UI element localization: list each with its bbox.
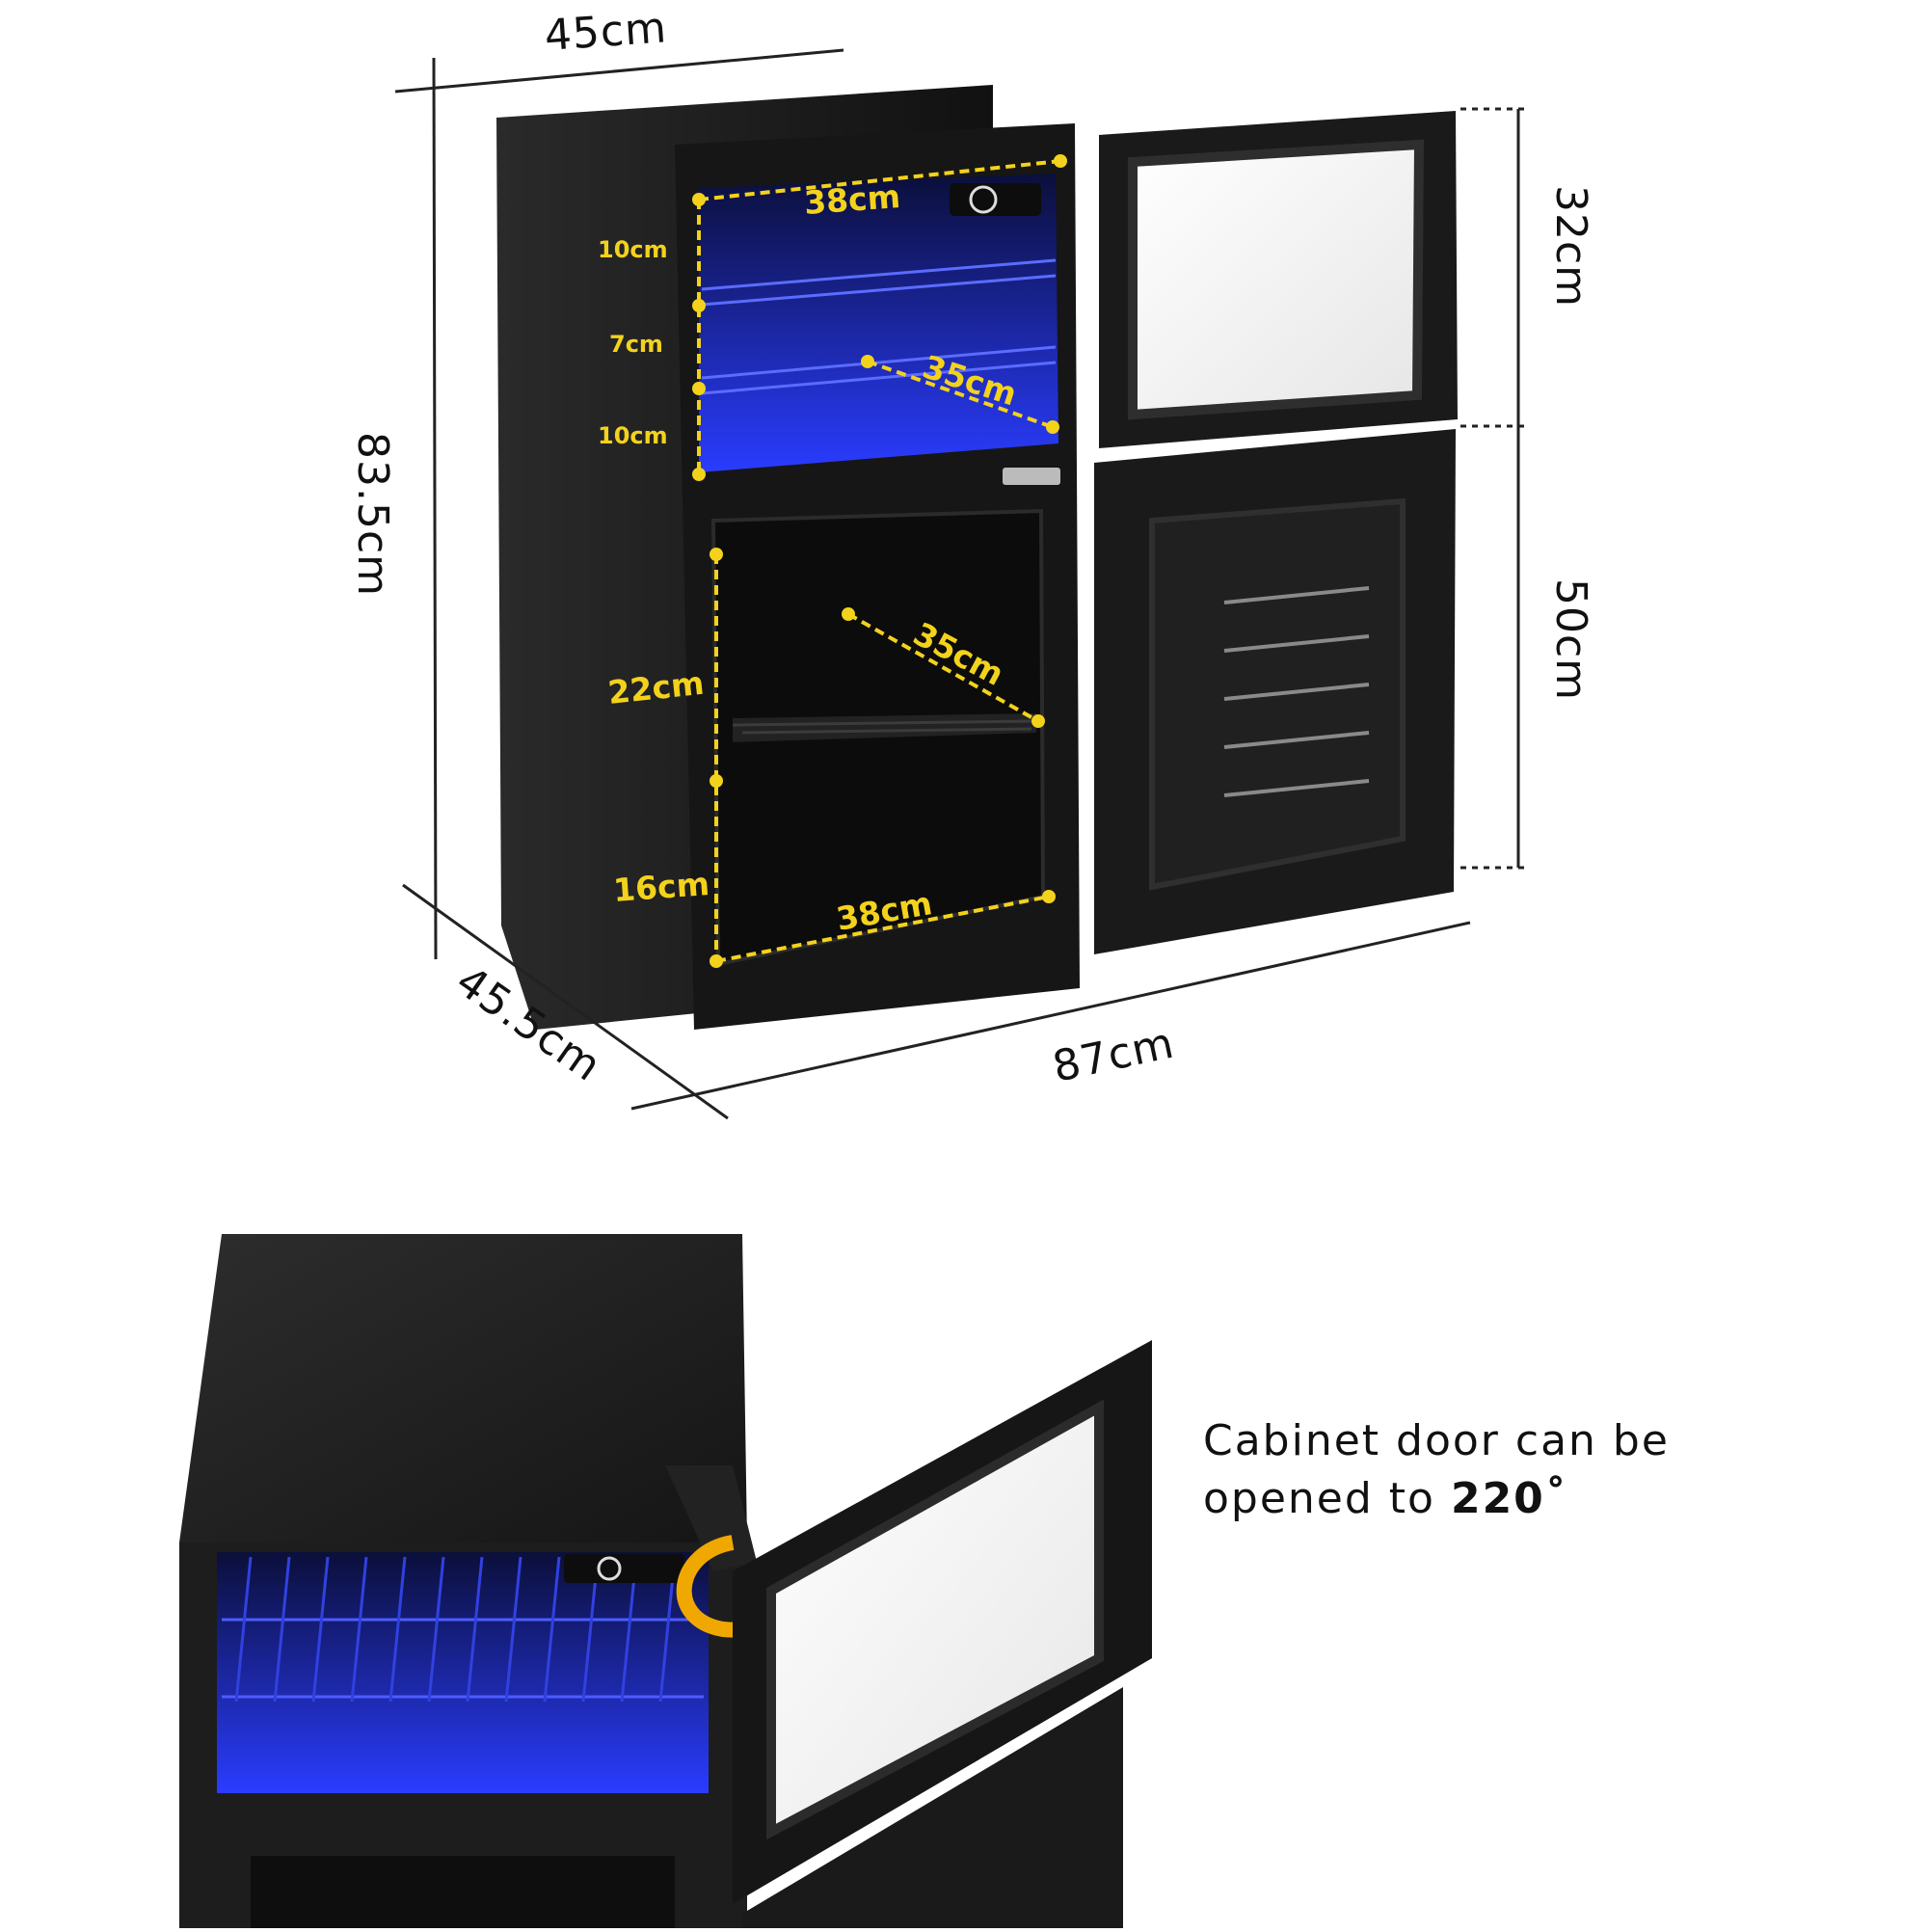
hinge-block xyxy=(665,1465,757,1571)
lower-door-height-label: 50cm xyxy=(1546,578,1595,701)
caption-line-1: Cabinet door can be xyxy=(1203,1416,1670,1465)
door-caption: Cabinet door can be opened to 220˚ xyxy=(1203,1412,1801,1528)
upper-width-label: 38cm xyxy=(803,177,901,222)
lower-door-ridges xyxy=(1223,586,1370,797)
door-opening-figure xyxy=(179,1234,1152,1928)
yellow-measure-lines xyxy=(697,159,1061,963)
upper-door-height-label: 32cm xyxy=(1546,185,1595,308)
caption-line-2: opened to 220˚ xyxy=(1203,1470,1801,1528)
shelf-gap-1-label: 10cm xyxy=(598,236,668,263)
cabinet-top xyxy=(179,1234,747,1543)
caption-angle: 220˚ xyxy=(1450,1474,1568,1523)
thermostat-icon xyxy=(597,1556,622,1581)
hinge xyxy=(1003,468,1060,485)
top-width-label: 45cm xyxy=(543,3,668,61)
dimension-lines xyxy=(394,48,1528,1120)
thermostat-dial-icon xyxy=(969,185,998,214)
lower-door-closeup xyxy=(742,1687,1123,1928)
fridge-dimension-figure: 45cm 83.5cm 45.5cm 87cm 32cm 50cm 38cm 1… xyxy=(348,3,1595,1120)
shelf-gap-2-label: 7cm xyxy=(609,331,663,358)
lower-interior-closeup xyxy=(251,1856,675,1928)
upper-compartment xyxy=(699,174,1058,472)
lower-shelf-grid xyxy=(732,719,1037,735)
upper-interior-closeup xyxy=(217,1552,709,1793)
shelf-gap-3-label: 10cm xyxy=(598,422,668,449)
total-width-label: 87cm xyxy=(1049,1018,1179,1091)
height-label: 83.5cm xyxy=(348,432,397,597)
shelf-wires xyxy=(234,1556,677,1703)
upper-door-glass xyxy=(1128,139,1425,420)
caption-line-2-prefix: opened to xyxy=(1203,1474,1451,1523)
control-panel-closeup xyxy=(564,1554,684,1583)
open-door-glass xyxy=(766,1399,1104,1840)
lower-lower-height-label: 16cm xyxy=(612,865,710,909)
upper-shelves xyxy=(701,258,1057,395)
measure-points xyxy=(692,154,1067,968)
